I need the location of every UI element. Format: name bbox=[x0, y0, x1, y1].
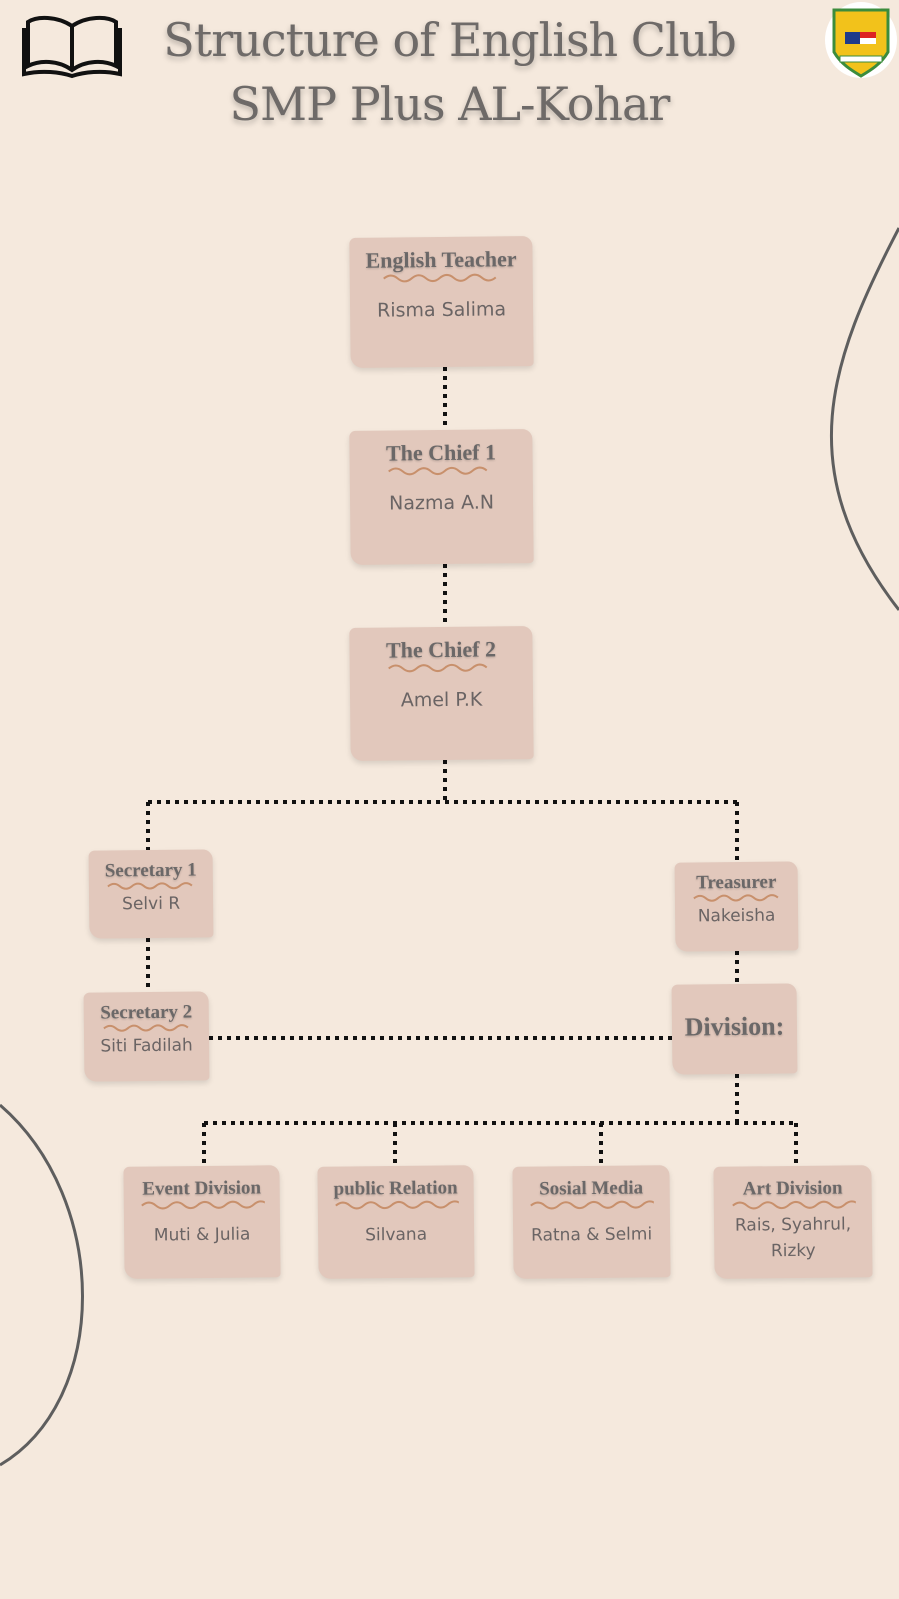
open-book-icon bbox=[22, 15, 122, 79]
wave-divider bbox=[387, 663, 487, 673]
member-name: Selvi R bbox=[122, 893, 181, 915]
card-chief-1: The Chief 1 Nazma A.N bbox=[349, 429, 534, 565]
member-name: Silvana bbox=[365, 1224, 428, 1246]
role-label: Treasurer bbox=[696, 871, 777, 894]
wave-divider bbox=[731, 1200, 856, 1210]
member-name: Nazma A.N bbox=[388, 491, 495, 515]
card-division-header: Division: bbox=[671, 983, 798, 1075]
wave-divider bbox=[107, 882, 193, 890]
role-label: Sosial Media bbox=[539, 1177, 644, 1200]
card-sosial-media: Sosial Media Ratna & Selmi bbox=[512, 1165, 671, 1279]
role-label: Event Division bbox=[142, 1177, 262, 1200]
decorative-curve-right bbox=[829, 227, 899, 611]
role-label: The Chief 1 bbox=[385, 439, 497, 466]
wave-divider bbox=[382, 273, 496, 283]
card-secretary-2: Secretary 2 Siti Fadilah bbox=[83, 991, 210, 1082]
decorative-curve-left bbox=[0, 1103, 84, 1467]
role-label: Art Division bbox=[742, 1177, 843, 1200]
member-name: Rais, Syahrul, Rizky bbox=[734, 1214, 852, 1262]
role-label: public Relation bbox=[333, 1177, 458, 1200]
connector-lines bbox=[146, 367, 798, 1166]
role-label: The Chief 2 bbox=[385, 636, 497, 663]
page-title-line-2: SMP Plus AL-Kohar bbox=[229, 77, 671, 131]
member-name: Risma Salima bbox=[376, 298, 507, 322]
member-name: Ratna & Selmi bbox=[531, 1224, 653, 1246]
wave-divider bbox=[102, 1024, 189, 1032]
wave-divider bbox=[387, 466, 487, 476]
member-name: Muti & Julia bbox=[153, 1224, 251, 1246]
member-name: Nakeisha bbox=[697, 905, 776, 927]
role-label: Secretary 1 bbox=[104, 859, 197, 882]
division-label: Division: bbox=[684, 1011, 785, 1042]
wave-divider bbox=[530, 1200, 654, 1210]
card-event-division: Event Division Muti & Julia bbox=[123, 1165, 281, 1279]
wave-divider bbox=[140, 1200, 265, 1210]
page-title-line-1: Structure of English Club bbox=[163, 13, 737, 67]
card-art-division: Art Division Rais, Syahrul, Rizky bbox=[713, 1165, 873, 1279]
role-label: Secretary 2 bbox=[100, 1001, 193, 1024]
card-chief-2: The Chief 2 Amel P.K bbox=[349, 626, 534, 761]
card-english-teacher: English Teacher Risma Salima bbox=[349, 236, 534, 368]
member-name: Amel P.K bbox=[400, 688, 483, 712]
wave-divider bbox=[334, 1200, 459, 1210]
member-name: Siti Fadilah bbox=[100, 1035, 193, 1057]
school-shield-logo bbox=[825, 2, 897, 78]
card-public-relation: public Relation Silvana bbox=[317, 1165, 475, 1279]
card-treasurer: Treasurer Nakeisha bbox=[674, 861, 799, 952]
card-secretary-1: Secretary 1 Selvi R bbox=[88, 849, 214, 939]
wave-divider bbox=[692, 894, 779, 902]
role-label: English Teacher bbox=[365, 246, 517, 273]
